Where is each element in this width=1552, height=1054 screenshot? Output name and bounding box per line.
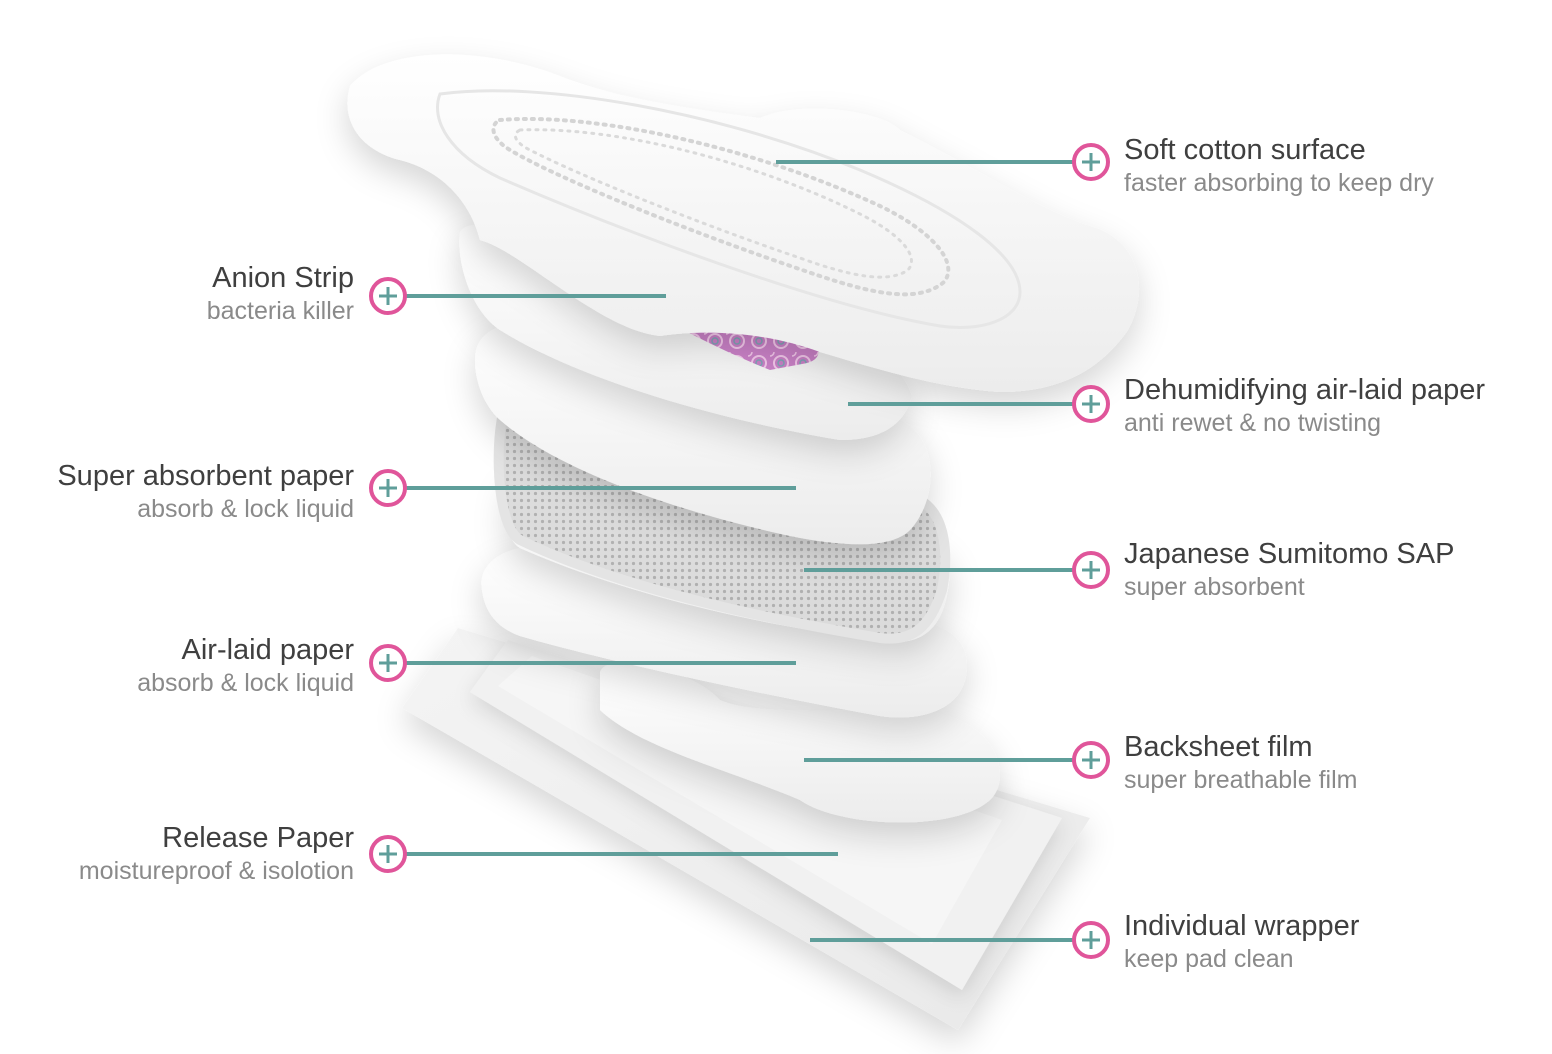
layer-subtitle: bacteria killer — [206, 297, 354, 326]
plus-circle-icon[interactable] — [369, 277, 407, 315]
plus-circle-icon[interactable] — [369, 835, 407, 873]
layer-subtitle: keep pad clean — [1124, 945, 1294, 974]
plus-circle-icon[interactable] — [1072, 551, 1110, 589]
layer-title: Air-laid paper — [181, 634, 354, 666]
top-sheet-layer — [347, 54, 1140, 392]
callout-anion-strip: Anion Strip bacteria killer — [207, 262, 354, 326]
layer-title: Dehumidifying air-laid paper — [1124, 374, 1486, 406]
plus-circle-icon[interactable] — [1072, 385, 1110, 423]
layer-title: Japanese Sumitomo SAP — [1124, 538, 1455, 570]
callout-release-paper: Release Paper moistureproof & isolotion — [79, 822, 354, 886]
layer-title: Individual wrapper — [1124, 910, 1360, 942]
layer-title: Release Paper — [162, 822, 354, 854]
callout-backsheet-film: Backsheet film super breathable film — [1124, 731, 1357, 795]
layer-title: Soft cotton surface — [1124, 134, 1366, 166]
release-paper-layer — [470, 640, 1062, 990]
layer-subtitle: absorb & lock liquid — [137, 495, 354, 524]
layer-title: Super absorbent paper — [57, 460, 354, 492]
layer-subtitle: moistureproof & isolotion — [78, 857, 354, 886]
layer-title: Anion Strip — [212, 262, 354, 294]
callout-air-laid-paper: Air-laid paper absorb & lock liquid — [137, 634, 354, 698]
air-laid-paper-layer — [481, 545, 967, 718]
plus-circle-icon[interactable] — [1072, 143, 1110, 181]
plus-circle-icon[interactable] — [369, 469, 407, 507]
backsheet-film-layer — [600, 662, 1000, 823]
layer-subtitle: super breathable film — [1124, 766, 1358, 795]
callout-super-absorbent-paper: Super absorbent paper absorb & lock liqui… — [57, 460, 354, 524]
plus-circle-icon[interactable] — [1072, 741, 1110, 779]
callout-japanese-sumitomo-sap: Japanese Sumitomo SAP super absorbent — [1124, 538, 1454, 602]
layer-title: Backsheet film — [1124, 731, 1313, 763]
plus-circle-icon[interactable] — [369, 644, 407, 682]
layer-subtitle: super absorbent — [1124, 573, 1305, 602]
callout-soft-cotton-surface: Soft cotton surface faster absorbing to k… — [1124, 134, 1434, 198]
layer-subtitle: absorb & lock liquid — [137, 669, 354, 698]
layer-subtitle: anti rewet & no twisting — [1124, 409, 1382, 438]
leader-lines — [369, 143, 1110, 959]
plus-circle-icon[interactable] — [1072, 921, 1110, 959]
callout-dehumidifying-air-laid-paper: Dehumidifying air-laid paper anti rewet &… — [1124, 374, 1485, 438]
layer-subtitle: faster absorbing to keep dry — [1124, 169, 1434, 198]
super-absorbent-paper-layer — [475, 321, 931, 545]
callout-individual-wrapper: Individual wrapper keep pad clean — [1124, 910, 1359, 974]
